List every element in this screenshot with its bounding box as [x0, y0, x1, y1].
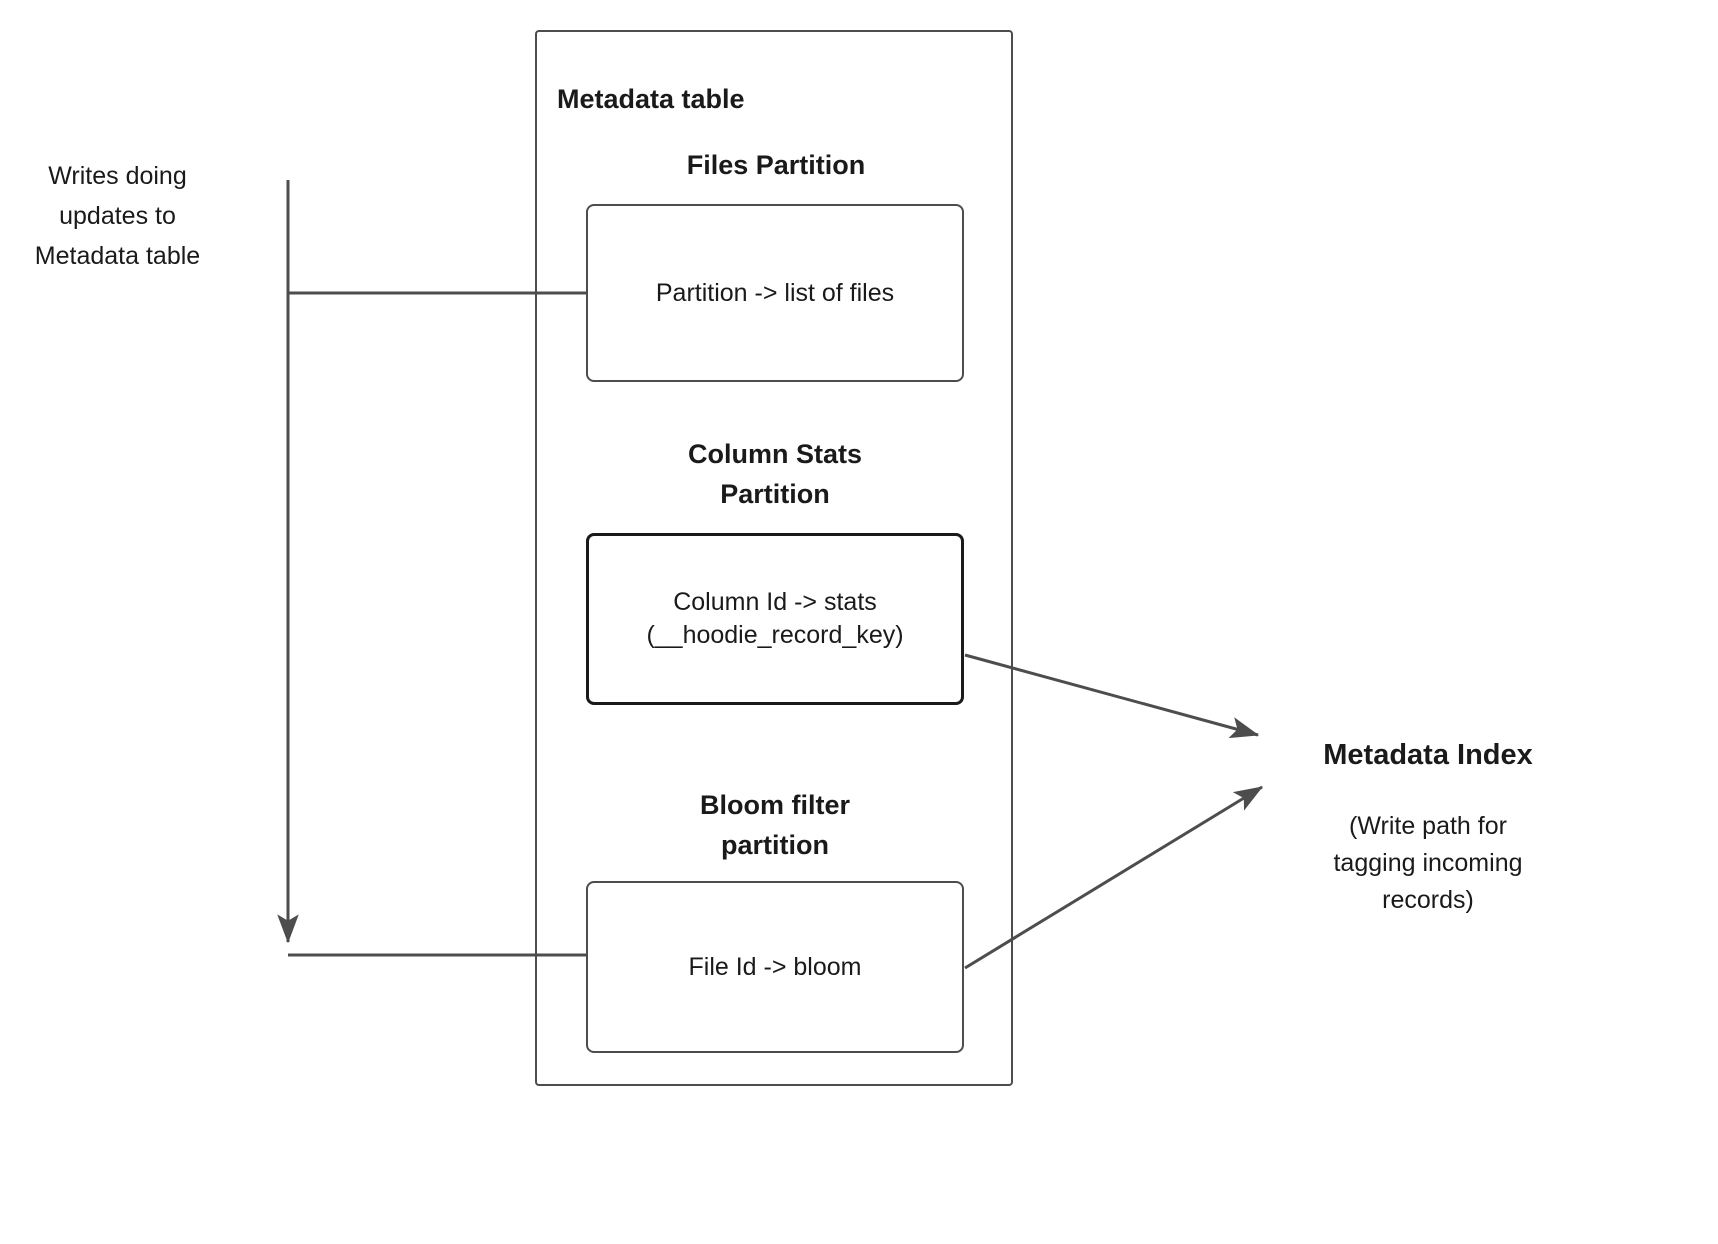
- writes-annotation-line3: Metadata table: [34, 242, 201, 270]
- metadata-table-title: Metadata table: [557, 84, 745, 114]
- column-stats-partition-heading-line1: Column Stats: [687, 439, 862, 469]
- writes-annotation-line1: Writes doing: [48, 162, 187, 190]
- column-stats-partition-heading-line2: Partition: [720, 479, 830, 509]
- metadata-index-title: Metadata Index: [1323, 739, 1533, 771]
- metadata-index-note-line2: tagging incoming: [1333, 849, 1523, 877]
- writes-annotation-line2: updates to: [59, 202, 176, 230]
- bloom-filter-partition-heading-line2: partition: [721, 830, 829, 860]
- metadata-index-note-line1: (Write path for: [1349, 812, 1507, 840]
- bloom-filter-partition-box[interactable]: File Id -> bloom: [586, 881, 964, 1053]
- files-partition-box[interactable]: Partition -> list of files: [586, 204, 964, 382]
- column-stats-box-label-line1: Column Id -> stats: [673, 588, 877, 616]
- metadata-index-note-line3: records): [1382, 886, 1474, 914]
- column-stats-partition-box[interactable]: Column Id -> stats (__hoodie_record_key): [586, 533, 964, 705]
- bloom-filter-box-label: File Id -> bloom: [688, 952, 862, 981]
- column-stats-box-label-line2: (__hoodie_record_key): [646, 621, 904, 649]
- bloom-filter-partition-heading-line1: Bloom filter: [699, 790, 850, 820]
- files-partition-heading: Files Partition: [686, 150, 866, 180]
- metadata-table-container: [535, 30, 1013, 1086]
- files-partition-box-label: Partition -> list of files: [655, 278, 895, 307]
